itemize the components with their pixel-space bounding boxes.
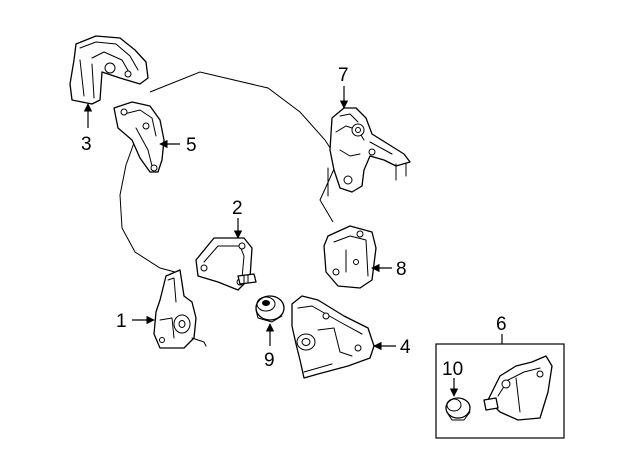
callout-1: 1 [116, 311, 127, 332]
part-1-left-mount [153, 269, 207, 349]
callout-8: 8 [396, 259, 407, 280]
part-2-bracket-with-stud [195, 237, 257, 291]
callout-7: 7 [338, 65, 349, 86]
part-8-small-bracket [323, 225, 377, 289]
part-6-bracket [483, 355, 553, 421]
part-4-lower-mount [291, 295, 375, 379]
part-3-upper-mount-bracket [69, 35, 149, 105]
callout-2: 2 [232, 198, 243, 219]
part-9-bushing [255, 295, 285, 323]
callout-6: 6 [496, 314, 507, 335]
callout-10: 10 [442, 359, 463, 380]
callout-4: 4 [400, 337, 411, 358]
part-6-kit-box [435, 343, 565, 439]
part-10-bushing [445, 397, 471, 421]
part-5-bracket [113, 101, 165, 173]
callout-9: 9 [264, 350, 275, 371]
callout-3: 3 [81, 134, 92, 155]
callout-5: 5 [186, 135, 197, 156]
part-7-right-mount [327, 107, 411, 197]
engine-outline [119, 71, 339, 273]
leader-lines [83, 86, 503, 397]
callout-labels: 3 5 7 2 1 9 8 4 6 10 [81, 65, 507, 380]
